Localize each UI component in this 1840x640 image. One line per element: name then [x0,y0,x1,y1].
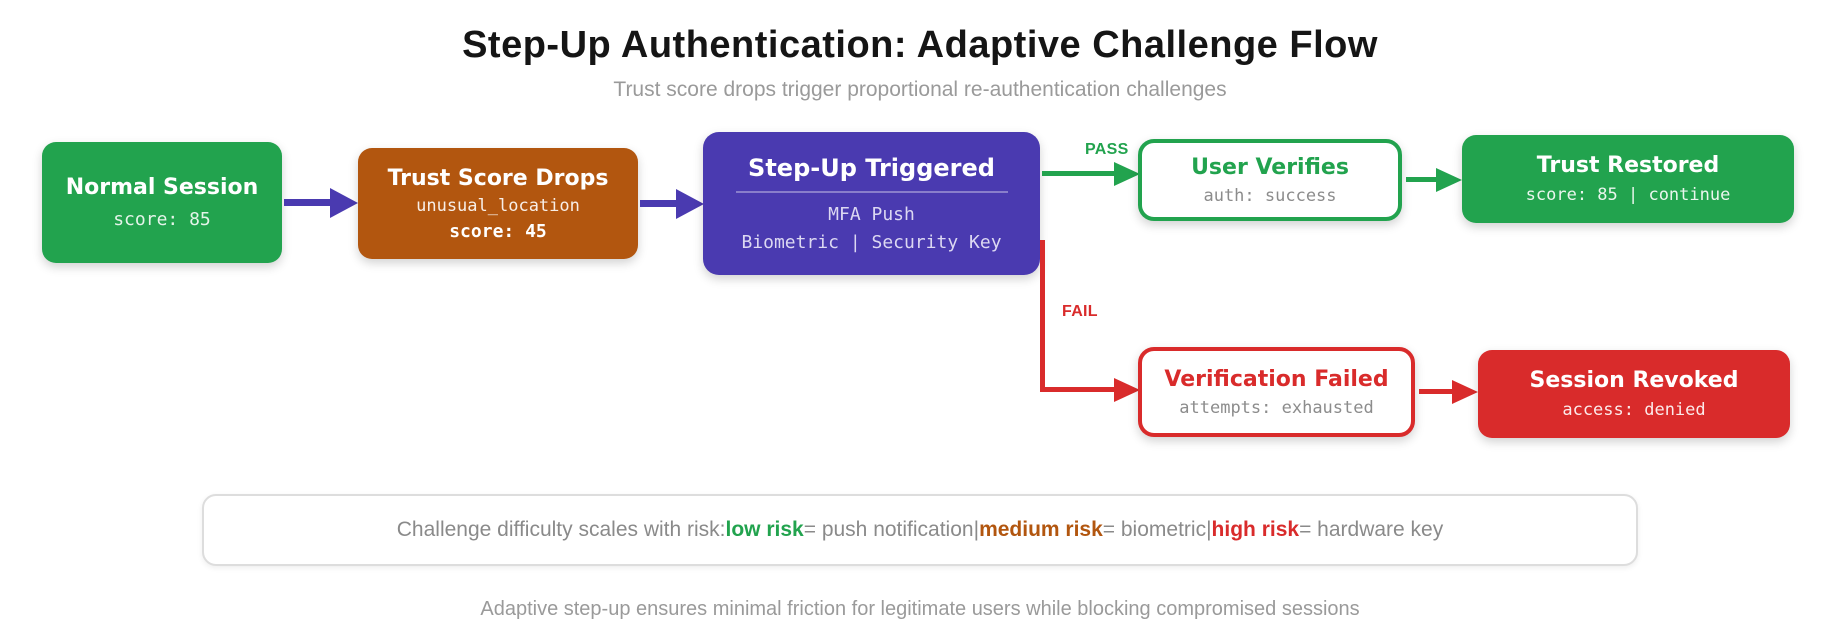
legend-medium-risk-label: medium risk [979,518,1103,541]
legend-high-risk-desc: = hardware key [1299,518,1444,541]
node-method-1: MFA Push [828,204,915,225]
node-detail: auth: success [1203,185,1337,206]
node-method-2: Biometric | Security Key [741,232,1002,253]
arrowhead-right-icon [1114,378,1140,402]
arrowhead-right-icon [330,188,358,218]
legend-prefix: Challenge difficulty scales with risk: [396,518,726,541]
page-subtitle: Trust score drops trigger proportional r… [613,78,1227,101]
node-normal-session: Normal Session score: 85 [42,142,282,263]
node-title: Step-Up Triggered [748,154,995,182]
node-title: User Verifies [1191,154,1349,180]
legend-high-risk-label: high risk [1211,518,1300,541]
arrowhead-right-icon [1114,162,1140,186]
legend-separator: | [973,518,980,541]
page-title: Step-Up Authentication: Adaptive Challen… [462,24,1378,66]
node-title: Trust Score Drops [387,165,609,191]
fail-edge-label: FAIL [1062,303,1098,320]
node-user-verifies: User Verifies auth: success [1138,139,1402,221]
node-session-revoked: Session Revoked access: denied [1478,350,1790,438]
node-detail: score: 85 [113,209,211,230]
legend-medium-risk-desc: = biometric [1102,518,1207,541]
arrow-drops-to-stepup [640,200,678,207]
pass-edge-label: PASS [1085,141,1129,158]
legend-low-risk-desc: = push notification [803,518,974,541]
legend-low-risk-label: low risk [725,518,804,541]
arrowhead-right-icon [1436,168,1462,192]
node-trust-restored: Trust Restored score: 85 | continue [1462,135,1794,223]
arrow-verifies-to-restored [1406,177,1438,182]
node-trust-score-drops: Trust Score Drops unusual_location score… [358,148,638,259]
node-title: Session Revoked [1529,368,1739,393]
node-reason: unusual_location [416,195,580,216]
footer-note: Adaptive step-up ensures minimal frictio… [480,598,1360,620]
arrowhead-right-icon [1452,380,1478,404]
node-detail: attempts: exhausted [1179,397,1374,418]
divider [735,191,1008,193]
risk-legend: Challenge difficulty scales with risk: l… [202,494,1638,566]
arrowhead-right-icon [676,189,704,219]
arrow-failed-to-revoked [1419,389,1452,394]
node-detail: score: 85 | continue [1525,185,1731,205]
legend-separator: | [1206,518,1212,541]
node-title: Normal Session [65,175,259,200]
node-title: Trust Restored [1536,153,1720,178]
arrow-stepup-to-failed [1040,387,1116,392]
arrow-normal-to-drops [284,199,332,206]
node-score: score: 45 [449,220,547,242]
node-step-up-triggered: Step-Up Triggered MFA Push Biometric | S… [703,132,1040,275]
fail-edge-vertical [1040,240,1045,392]
node-detail: access: denied [1562,400,1706,420]
node-verification-failed: Verification Failed attempts: exhausted [1138,347,1415,437]
node-title: Verification Failed [1164,366,1389,392]
arrow-stepup-to-verifies [1042,171,1114,176]
